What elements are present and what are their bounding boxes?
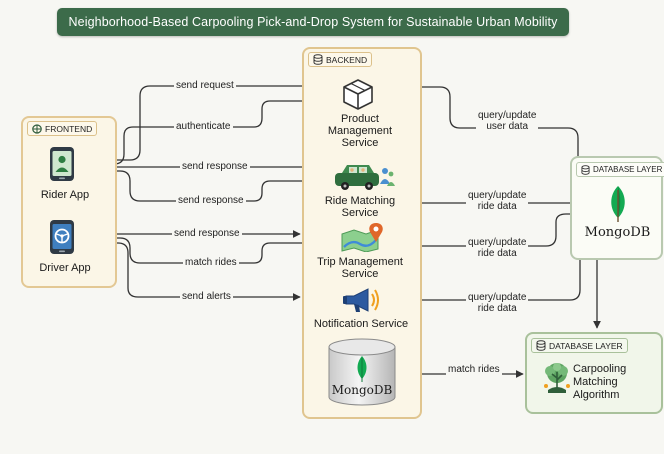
product-service-label: Product Management Service — [307, 113, 413, 149]
algorithm-line-2: Matching — [573, 376, 618, 388]
edge-label-query-user-line-2: user data — [486, 121, 529, 132]
edge-label-send-response-2: send response — [176, 195, 246, 206]
rider-app-label: Rider App — [40, 189, 90, 201]
edge-label-send-request: send request — [174, 80, 236, 91]
ride-matching-label: Ride Matching Service — [307, 195, 413, 219]
megaphone-icon — [343, 288, 379, 312]
product-service-line-3: Service — [341, 137, 379, 149]
frontend-header-label: FRONTEND — [45, 123, 93, 134]
trip-management-line-2: Service — [341, 268, 379, 280]
title-banner: Neighborhood-Based Carpooling Pick-and-D… — [57, 8, 569, 36]
algorithm-line-3: Algorithm — [573, 389, 620, 401]
layers-icon — [32, 123, 42, 134]
edge-query-ride-2 — [394, 210, 603, 247]
edge-label-query-ride-2-line-2: ride data — [477, 248, 517, 259]
page-title: Neighborhood-Based Carpooling Pick-and-D… — [68, 15, 558, 29]
edge-label-match-rides: match rides — [183, 257, 239, 268]
product-service-line-1: Product — [341, 113, 379, 125]
product-service-line-2: Management — [327, 125, 393, 137]
database-layer-2-label: DATABASE LAYER — [549, 340, 623, 351]
database-layer-1-mongodb-label: MongoDB — [584, 225, 651, 240]
backend-mongodb-label: MongoDB — [331, 383, 393, 397]
algorithm-line-1: Carpooling — [573, 363, 627, 375]
edge-label-query-ride-2: query/update ride data — [466, 237, 529, 259]
backend-header: BACKEND — [308, 52, 373, 67]
edge-label-send-alerts: send alerts — [180, 291, 233, 302]
edge-label-query-ride-3: query/update ride data — [466, 292, 529, 314]
ride-matching-line-2: Service — [341, 207, 379, 219]
database-layer-1-header: DATABASE LAYER — [576, 162, 664, 177]
frontend-panel — [21, 116, 117, 288]
edge-label-send-response-1: send response — [180, 161, 250, 172]
car-people-icon — [335, 165, 395, 190]
edge-label-authenticate: authenticate — [174, 121, 233, 132]
backend-header-label: BACKEND — [326, 54, 368, 65]
edge-label-query-ride-3-line-1: query/update — [468, 292, 527, 303]
mongodb-leaf-icon — [611, 186, 625, 222]
trip-management-label: Trip Management Service — [307, 256, 413, 280]
edge-label-query-user-line-1: query/update — [478, 110, 537, 121]
edge-label-send-response-3: send response — [172, 228, 242, 239]
notification-service-label: Notification Service — [313, 318, 409, 330]
ride-matching-line-1: Ride Matching — [324, 195, 396, 207]
phone-user-icon — [50, 147, 74, 181]
database-layer-1-label: DATABASE LAYER — [593, 165, 663, 174]
database-icon — [313, 54, 323, 65]
frontend-header: FRONTEND — [27, 121, 98, 136]
algorithm-label: Carpooling Matching Algorithm — [573, 363, 659, 402]
driver-app-label: Driver App — [39, 262, 91, 274]
mongodb-cylinder-icon — [328, 338, 396, 406]
database-layer-2-header: DATABASE LAYER — [531, 338, 628, 353]
edge-label-match-rides-db: match rides — [446, 364, 502, 375]
map-pin-icon — [341, 223, 383, 252]
database-icon — [581, 164, 590, 175]
edge-send-alerts — [82, 242, 301, 301]
edge-query-ride-3 — [394, 258, 581, 301]
brain-tree-icon — [544, 363, 570, 393]
phone-steering-icon — [50, 220, 74, 254]
edge-label-query-user: query/update user data — [476, 110, 539, 132]
edge-label-query-ride-1-line-2: ride data — [477, 201, 517, 212]
edge-label-query-ride-3-line-2: ride data — [477, 303, 517, 314]
database-icon — [536, 340, 546, 351]
edge-label-query-ride-1-line-1: query/update — [468, 190, 527, 201]
edge-send-request — [82, 82, 333, 161]
edge-label-query-ride-1: query/update ride data — [466, 190, 529, 212]
box-icon — [343, 79, 373, 110]
trip-management-line-1: Trip Management — [317, 256, 403, 268]
edge-label-query-ride-2-line-1: query/update — [468, 237, 527, 248]
edge-query-user — [383, 83, 579, 185]
